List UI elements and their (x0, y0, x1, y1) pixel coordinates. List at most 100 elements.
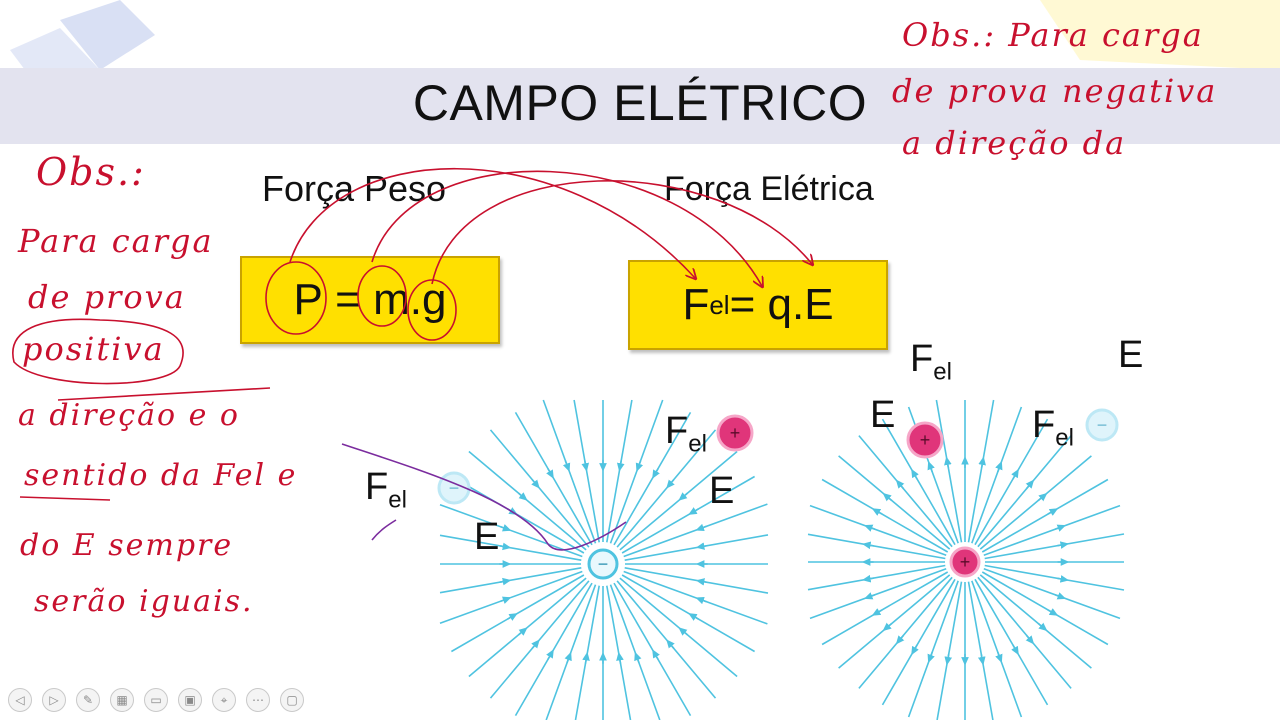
pen-icon[interactable]: ✎ (76, 688, 100, 712)
field-lines-positive-charge (807, 399, 1125, 720)
field-line (809, 504, 947, 556)
field-line (907, 580, 959, 718)
handwritten-left-line-2: Para carga (18, 222, 214, 260)
more-icon[interactable]: ⋯ (246, 688, 270, 712)
handwritten-left-line-3: de prova (28, 278, 186, 316)
field-line (838, 455, 951, 550)
central-positive-charge (949, 546, 981, 578)
field-arrow (695, 523, 707, 532)
decor-yellow-corner (1040, 0, 1280, 70)
slide-title: CAMPO ELÉTRICO (412, 75, 868, 131)
field-arrow (995, 460, 1003, 473)
label-e-left-far: E (709, 470, 735, 512)
field-line (983, 568, 1121, 620)
formula-f-subscript: el (709, 289, 730, 320)
field-line (984, 564, 1125, 591)
field-arrow (518, 627, 528, 636)
field-arrow (666, 479, 675, 489)
slides-icon[interactable]: ▦ (110, 688, 134, 712)
heading-forca-eletrica: Força Elétrica (664, 170, 874, 208)
field-line (979, 574, 1092, 669)
handwritten-left-line-4: positiva (22, 330, 165, 368)
label-fel-positive-probe-left: Fel (665, 410, 707, 458)
field-line (858, 435, 953, 548)
field-line (616, 580, 717, 699)
field-line (623, 570, 768, 625)
field-arrow (1025, 634, 1035, 645)
presentation-toolbar: ◁ ▷ ✎ ▦ ▭ ▣ ⌖ ⋯ ▢ (8, 688, 304, 714)
probe-positive-charge-left (716, 414, 754, 452)
field-arrow (927, 460, 935, 473)
field-arrow (1011, 468, 1019, 480)
field-arrow (1047, 508, 1059, 516)
central-positive-sign: + (960, 552, 971, 572)
field-arrow (635, 460, 644, 472)
field-line (977, 435, 1072, 548)
title-band (0, 68, 1280, 144)
field-arrow (678, 627, 688, 636)
field-line (974, 418, 1049, 546)
pointer-icon[interactable]: ⌖ (212, 688, 236, 712)
field-arrow (895, 634, 905, 645)
field-line (439, 570, 583, 625)
field-line (623, 503, 768, 558)
field-arrow (863, 592, 876, 600)
field-line (489, 580, 590, 699)
field-line (807, 533, 946, 560)
prev-icon[interactable]: ◁ (8, 688, 32, 712)
field-arrow (1037, 622, 1048, 632)
field-arrow (531, 639, 540, 649)
probe-negative-charge-right (1085, 408, 1119, 442)
field-line (881, 578, 956, 706)
central-negative-charge (587, 548, 619, 580)
field-line (439, 503, 583, 558)
field-line (468, 577, 587, 678)
field-arrow (582, 651, 590, 664)
handwritten-left-line-6: sentido da Fel e (24, 458, 298, 493)
field-arrow (695, 596, 707, 605)
field-arrow (1025, 479, 1035, 490)
field-arrow (581, 459, 590, 472)
field-line (984, 533, 1125, 560)
handwritten-right-line-1: Obs.: Para carga (902, 16, 1204, 54)
field-arrow (862, 541, 874, 550)
field-arrow (871, 608, 883, 616)
field-line (838, 574, 951, 669)
label-fel-negative-probe-right: Fel (1032, 404, 1074, 452)
field-line (821, 478, 949, 553)
probe-negative-sign-right: − (1097, 415, 1108, 435)
camera-icon[interactable]: ▣ (178, 688, 202, 712)
field-arrow (871, 508, 883, 516)
field-arrow (688, 613, 699, 621)
handwritten-right-line-3: a direção da (902, 124, 1127, 162)
field-arrow (895, 479, 905, 490)
ink-purple-annotation (341, 443, 627, 551)
probe-positive-sign-right: + (920, 430, 931, 450)
field-line (542, 399, 597, 544)
field-arrow (634, 651, 642, 664)
probe-negative-sign-left: − (449, 478, 460, 498)
field-line (881, 418, 956, 546)
ink-red-annotations (12, 167, 812, 501)
field-line (807, 564, 946, 591)
field-arrow (652, 649, 660, 660)
field-arrow (616, 651, 624, 664)
field-arrow (863, 524, 876, 532)
central-negative-sign: − (598, 554, 609, 574)
field-line (967, 399, 995, 543)
decor-diamond-1 (60, 0, 155, 70)
field-line (974, 578, 1049, 706)
field-line (983, 504, 1121, 556)
handwritten-left-line-7: do E sempre (20, 528, 234, 563)
field-line (821, 571, 949, 646)
field-arrow (531, 479, 540, 489)
field-arrow (499, 577, 512, 586)
next-icon[interactable]: ▷ (42, 688, 66, 712)
presenter-icon[interactable]: ▢ (280, 688, 304, 712)
subtitles-icon[interactable]: ▭ (144, 688, 168, 712)
field-arrow (500, 596, 512, 604)
label-e-left-near: E (474, 516, 500, 558)
field-arrow (911, 644, 919, 656)
